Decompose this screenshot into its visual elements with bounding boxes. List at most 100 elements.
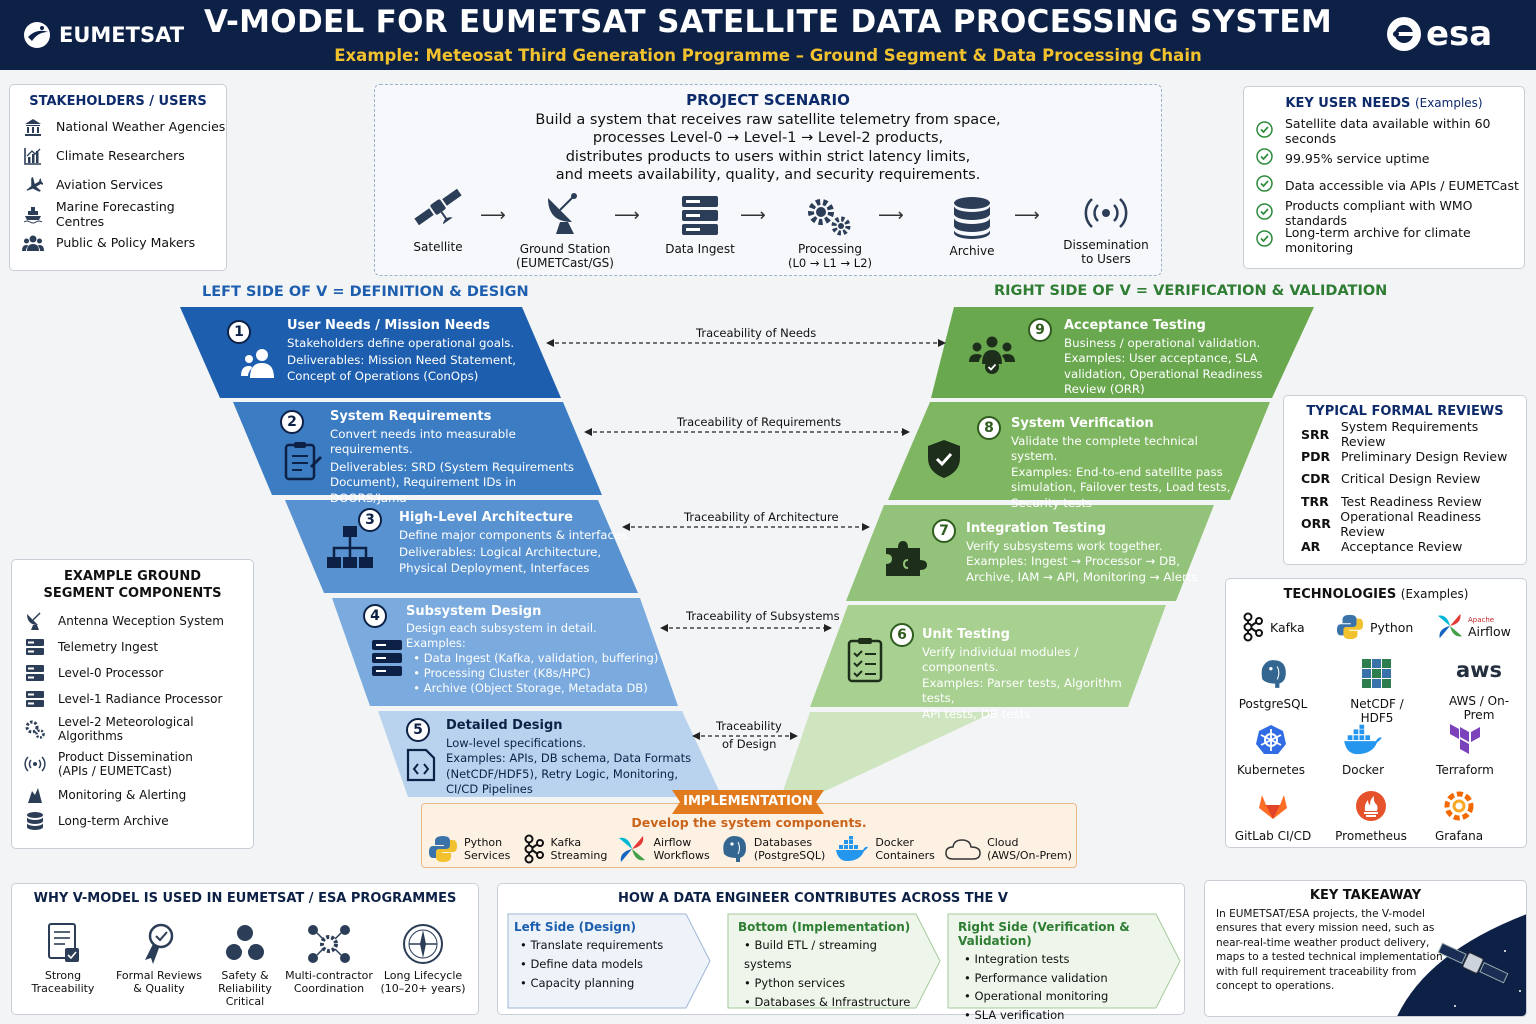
tech-label: PostgreSQL bbox=[1238, 697, 1308, 711]
tech-aws: aws AWS / On-Prem bbox=[1434, 658, 1524, 722]
flow-arrow: ⟶ bbox=[1014, 205, 1040, 226]
stakeholder-label: Aviation Services bbox=[56, 177, 163, 192]
stage-title: User Needs / Mission Needs bbox=[287, 318, 490, 333]
why-label: Traceability bbox=[31, 982, 95, 995]
impl-sub: Workflows bbox=[653, 849, 710, 862]
stage-number-badge: 1 bbox=[227, 320, 251, 344]
review-name: Preliminary Design Review bbox=[1341, 449, 1508, 465]
component-item: Level-2 Meteorological Algorithms bbox=[24, 712, 253, 746]
stage-line: Verify subsystems work together. bbox=[966, 538, 1163, 553]
postgresql-icon bbox=[1261, 660, 1286, 688]
engineer-item: SLA verification bbox=[964, 1006, 1178, 1024]
components-title: EXAMPLE GROUND SEGMENT COMPONENTS bbox=[43, 569, 222, 601]
v-right-bottom bbox=[780, 712, 994, 800]
flow-step-data-ingest: Data Ingest bbox=[660, 194, 740, 256]
cloud-icon bbox=[945, 839, 981, 860]
scenario-description: Build a system that receives raw satelli… bbox=[375, 111, 1161, 185]
python-icon bbox=[1336, 614, 1364, 640]
hierarchy-icon bbox=[327, 526, 373, 568]
impl-databases: Databases(PostgreSQL) bbox=[720, 834, 825, 864]
stage-number-badge: 9 bbox=[1028, 318, 1052, 342]
satellite-icon bbox=[1437, 942, 1509, 984]
user-needs-title-text: KEY USER NEEDS bbox=[1285, 96, 1411, 111]
eumetsat-logo: EUMETSAT bbox=[22, 20, 184, 50]
flow-arrow: ⟶ bbox=[740, 205, 766, 226]
tech-gitlab: GitLab CI/CD bbox=[1228, 790, 1318, 843]
stakeholders-title: STAKEHOLDERS / USERS bbox=[29, 94, 207, 109]
stage-line: DOORS/Jama bbox=[330, 490, 407, 505]
broadcast-icon bbox=[24, 756, 46, 772]
database-icon bbox=[954, 197, 990, 239]
scenario-line: processes Level-0 → Level-1 → Level-2 pr… bbox=[592, 130, 944, 147]
award-icon bbox=[145, 923, 174, 964]
takeaway-panel: KEY TAKEAWAY In EUMETSAT/ESA projects, t… bbox=[1204, 880, 1527, 1017]
stage-title: Acceptance Testing bbox=[1064, 318, 1206, 333]
esa-logo: esa bbox=[1386, 14, 1492, 54]
python-icon bbox=[429, 836, 457, 862]
component-label: Long-term Archive bbox=[58, 814, 169, 828]
component-label: Monitoring & Alerting bbox=[58, 788, 187, 802]
space-backdrop bbox=[1397, 914, 1526, 1016]
traceability-architecture-label: Traceability of Architecture bbox=[682, 510, 841, 524]
takeaway-line: with full requirement traceability from bbox=[1216, 965, 1417, 978]
component-item: Monitoring & Alerting bbox=[24, 782, 253, 808]
page-subtitle: Example: Meteosat Third Generation Progr… bbox=[334, 46, 1202, 65]
need-label: Data accessible via APIs / EUMETCast bbox=[1285, 177, 1519, 193]
takeaway-title: KEY TAKEAWAY bbox=[1309, 888, 1422, 903]
tech-label: Kubernetes bbox=[1237, 763, 1305, 777]
stage-line: Business / operational validation. bbox=[1064, 335, 1261, 350]
review-name: Critical Design Review bbox=[1341, 471, 1481, 487]
terraform-icon bbox=[1450, 724, 1480, 754]
need-item: Data accessible via APIs / EUMETCast bbox=[1256, 172, 1524, 199]
review-abbr: PDR bbox=[1301, 449, 1331, 465]
flow-sublabel: (L0 → L1 → L2) bbox=[787, 256, 873, 270]
gears-icon bbox=[808, 199, 851, 236]
component-label: Level-1 Radiance Processor bbox=[58, 692, 223, 706]
tech-terraform: Terraform bbox=[1420, 724, 1510, 777]
need-label: Long-term archive for climate monitoring bbox=[1285, 225, 1471, 256]
tech-label: AWS / On-Prem bbox=[1448, 694, 1510, 722]
safety-cycle-icon bbox=[226, 925, 264, 960]
stage-line: Examples: Ingest → Processor → DB, bbox=[966, 554, 1181, 568]
technologies-title-text: TECHNOLOGIES bbox=[1283, 587, 1397, 602]
stage-line: Review (ORR) bbox=[1064, 382, 1145, 396]
component-item: Level-1 Radiance Processor bbox=[24, 686, 253, 712]
why-label: Reliability Critical bbox=[218, 982, 272, 1008]
flow-step-ground-station: Ground Station (EUMETCast/GS) bbox=[510, 190, 620, 270]
database-icon bbox=[27, 812, 43, 830]
airflow-icon bbox=[619, 836, 646, 862]
v-left-stage-1 bbox=[180, 307, 561, 398]
dish-icon bbox=[548, 193, 577, 234]
scenario-line: Build a system that receives raw satelli… bbox=[535, 112, 1001, 128]
flow-sublabel: (EUMETCast/GS) bbox=[516, 256, 614, 270]
check-circle-icon bbox=[1256, 203, 1273, 223]
aws-icon: aws bbox=[1455, 658, 1503, 682]
chart-icon bbox=[22, 145, 44, 167]
stage-line: Security tests bbox=[1011, 495, 1092, 510]
tech-label: Terraform bbox=[1436, 763, 1494, 777]
traceability-subsystems-label: Traceability of Subsystems bbox=[684, 609, 842, 623]
why-item: Multi-contractor Coordination bbox=[284, 922, 374, 995]
stage-line: • Archive (Object Storage, Metadata DB) bbox=[406, 681, 648, 695]
review-item: AR Acceptance Review bbox=[1301, 535, 1526, 557]
engineer-col-right: Right Side (Verification & Validation) I… bbox=[958, 914, 1178, 1022]
impl-name: Docker bbox=[875, 836, 914, 849]
stage-line: Document), Requirement IDs in bbox=[330, 475, 517, 489]
gears-icon bbox=[25, 720, 45, 739]
why-label: & Quality bbox=[133, 982, 185, 995]
component-label: Antenna Weception System bbox=[58, 614, 224, 628]
engineer-item: Performance validation bbox=[964, 969, 1178, 988]
review-name: Acceptance Review bbox=[1341, 538, 1463, 554]
stage-line: • Processing Cluster (K8s/HPC) bbox=[406, 666, 591, 680]
flow-step-dissemination: Dissemination to Users bbox=[1056, 192, 1156, 266]
stage-number-badge: 3 bbox=[358, 508, 382, 532]
esa-logo-text: esa bbox=[1426, 14, 1493, 54]
stage-7-text: Integration Testing Verify subsystems wo… bbox=[966, 521, 1201, 585]
stage-3-text: High-Level Architecture Define major com… bbox=[399, 510, 634, 576]
review-abbr: AR bbox=[1301, 538, 1321, 554]
need-item: Products compliant with WMO standards bbox=[1256, 198, 1524, 228]
stakeholder-label: National Weather Agencies bbox=[56, 119, 226, 134]
tech-docker: Docker bbox=[1318, 724, 1408, 777]
takeaway-line: ensures that every mission need, such as bbox=[1216, 922, 1435, 935]
